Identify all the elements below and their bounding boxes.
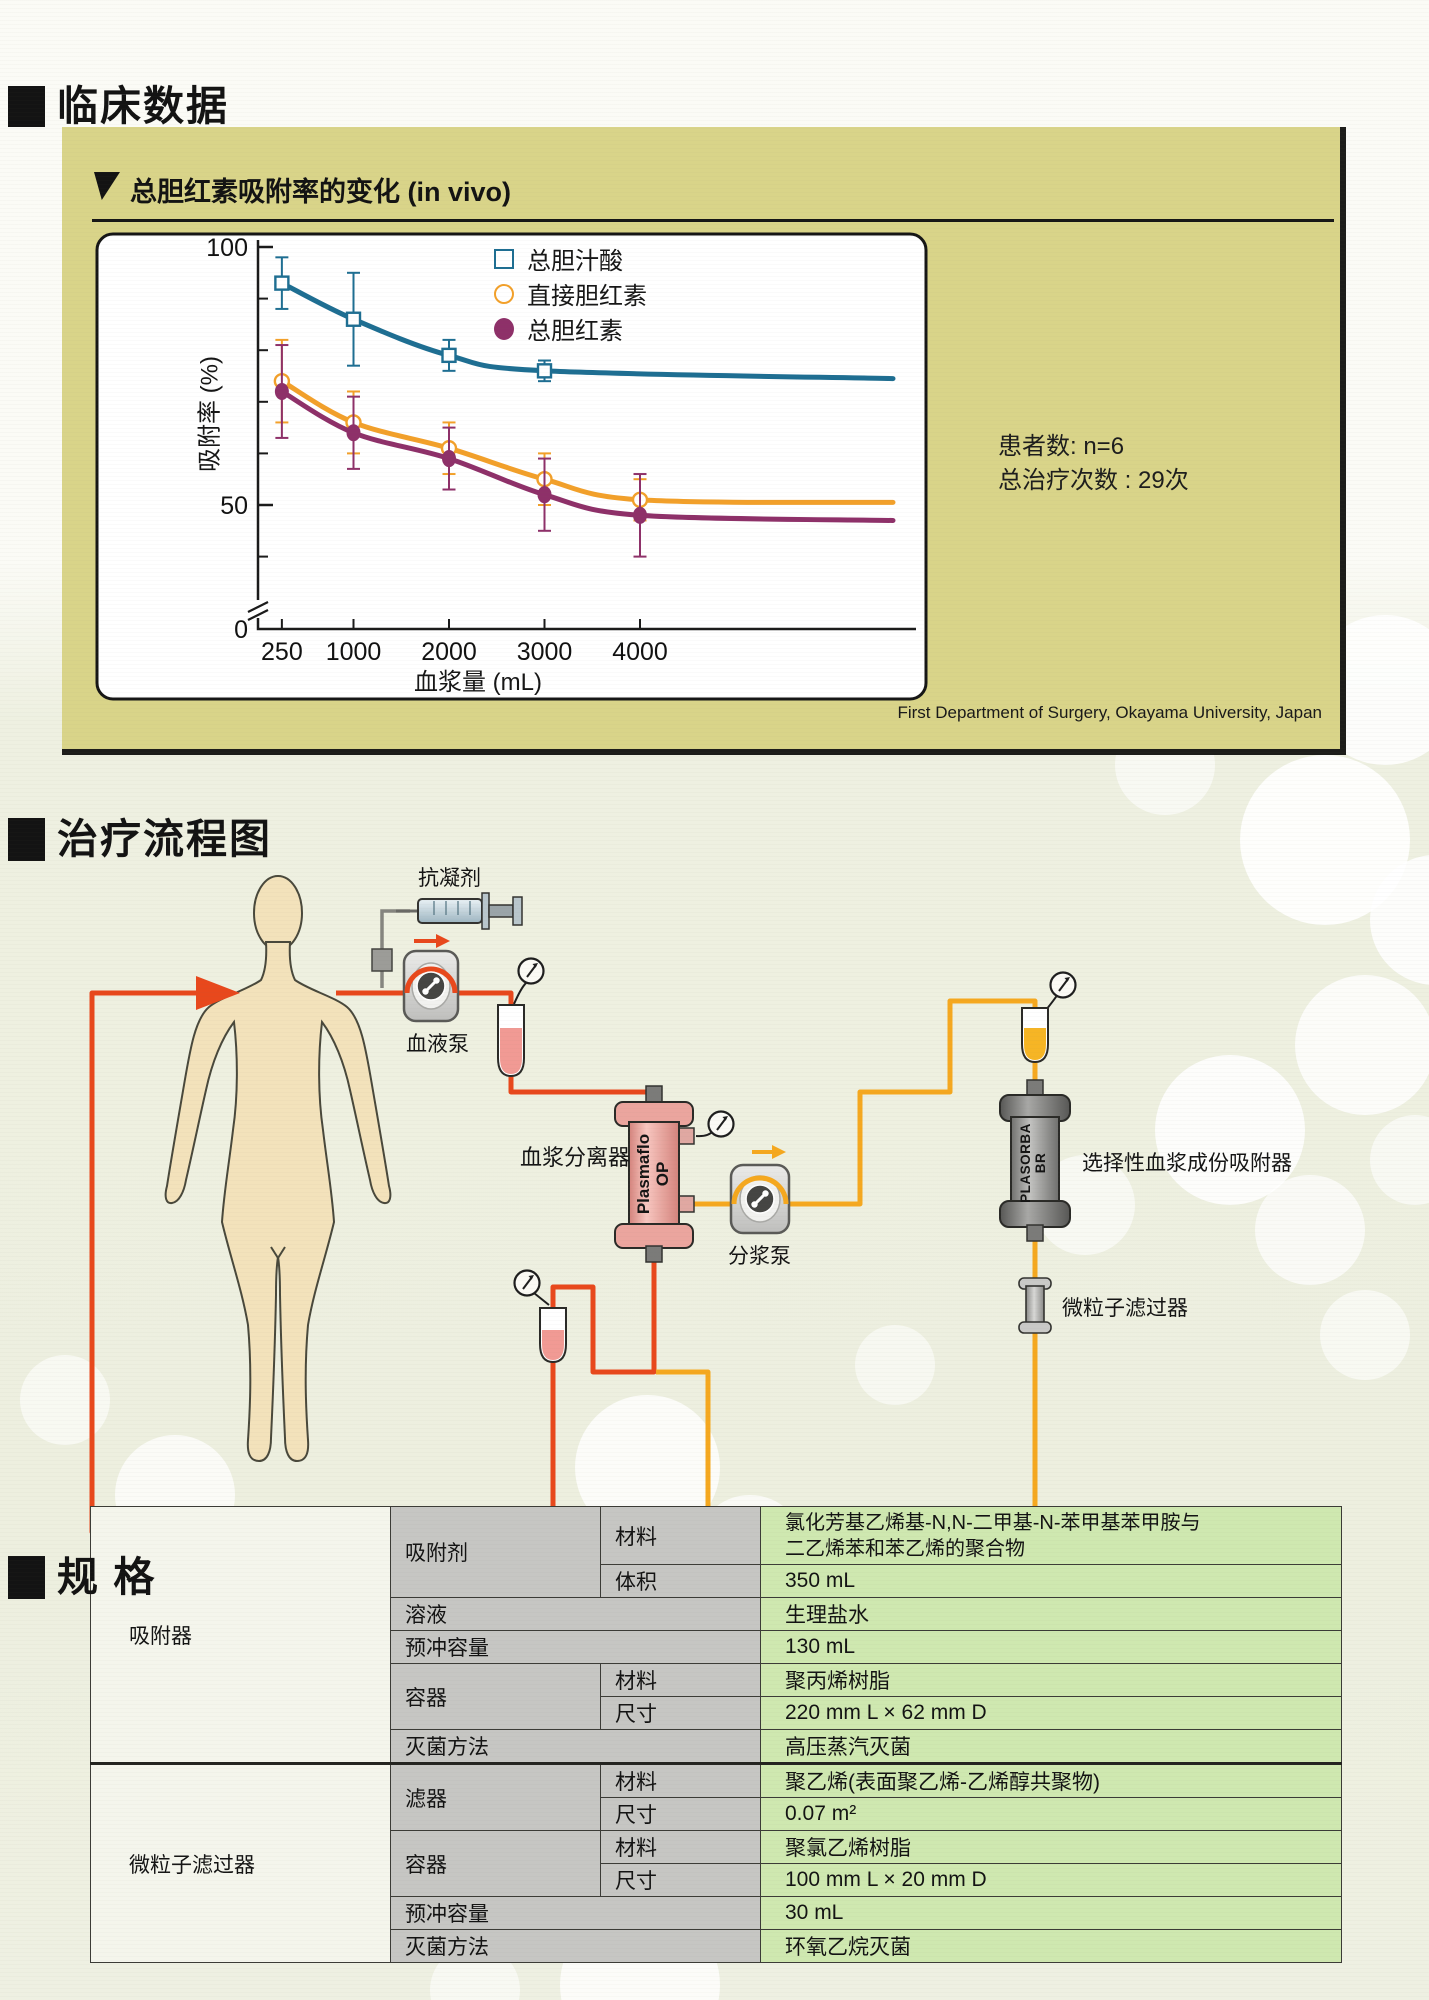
plasma-pump-label: 分浆泵 xyxy=(728,1245,791,1268)
svg-text:4000: 4000 xyxy=(612,638,668,666)
heading-square-icon xyxy=(8,818,45,861)
bg-circle xyxy=(1295,975,1429,1115)
open-circle-marker-icon xyxy=(494,283,514,304)
x-axis-label: 血浆量 (mL) xyxy=(414,669,542,696)
clinical-section-heading: 临床数据 xyxy=(8,86,229,127)
adsorber-label: 选择性血浆成份吸附器 xyxy=(1082,1152,1292,1175)
legend-item-total-bilirubin: 总胆红素 xyxy=(494,311,623,346)
specifications-table: 吸附器 吸附剂 材料 氯化芳基乙烯基-N,N-二甲基-N-苯甲基苯甲胺与 二乙烯… xyxy=(90,1506,1342,1963)
adsorbent-material-value: 氯化芳基乙烯基-N,N-二甲基-N-苯甲基苯甲胺与 二乙烯苯和苯乙烯的聚合物 xyxy=(760,1506,1342,1565)
treatments-annotation: 总治疗次数 : 29次 xyxy=(998,467,1189,494)
filled-circle-marker-icon xyxy=(494,317,514,340)
particle-filter-label: 微粒子滤过器 xyxy=(1062,1297,1188,1320)
plasmaflo-separator-column xyxy=(614,1085,714,1263)
heading-square-icon xyxy=(8,86,45,127)
table-row: 体积 350 mL xyxy=(91,1564,1342,1598)
table-row: 溶液 生理盐水 xyxy=(91,1597,1342,1631)
series-0 xyxy=(274,256,896,383)
blood-pump-label: 血液泵 xyxy=(406,1033,469,1056)
svg-text:100: 100 xyxy=(206,234,248,262)
plasma-separator-label: 血浆分离器 xyxy=(520,1145,631,1170)
chart-panel-title-row: 总胆红素吸附率的变化 (in vivo) xyxy=(94,170,511,209)
svg-text:0: 0 xyxy=(234,616,248,644)
y-axis-label: 吸附率 (%) xyxy=(196,356,224,472)
svg-text:3000: 3000 xyxy=(517,638,573,666)
anticoagulant-syringe xyxy=(371,892,523,988)
blood-tubing xyxy=(89,966,657,1535)
drip-chamber-blood xyxy=(497,982,527,1078)
particle-filter-device xyxy=(1018,1277,1052,1334)
drip-chamber-plasma xyxy=(1021,993,1059,1064)
table-row: 容器 材料 聚氯乙烯树脂 xyxy=(91,1830,1342,1897)
group-adsorber-cell: 吸附器 xyxy=(90,1506,391,1764)
flag-triangle-icon xyxy=(94,172,120,200)
pressure-gauge-icon xyxy=(513,1269,541,1297)
patient-body-silhouette xyxy=(164,875,392,1463)
legend-item-total-bile-acid: 总胆汁酸 xyxy=(494,241,623,276)
clinical-heading-text: 临床数据 xyxy=(57,83,229,129)
svg-text:1000: 1000 xyxy=(326,638,382,666)
bg-circle xyxy=(855,1325,935,1405)
pressure-gauge-icon xyxy=(707,1110,735,1138)
drip-chamber-return xyxy=(533,1292,567,1364)
chart-title: 总胆红素吸附率的变化 (in vivo) xyxy=(130,177,512,207)
treatment-flow-diagram xyxy=(89,875,1077,1535)
group-filter-cell: 微粒子滤过器 xyxy=(90,1762,391,1963)
table-row: 灭菌方法 高压蒸汽灭菌 xyxy=(91,1729,1342,1764)
svg-text:2000: 2000 xyxy=(421,638,477,666)
table-row: 吸附器 吸附剂 材料 氯化芳基乙烯基-N,N-二甲基-N-苯甲基苯甲胺与 二乙烯… xyxy=(90,1506,1342,1764)
table-row: 灭菌方法 环氧乙烷灭菌 xyxy=(91,1929,1342,1963)
flow-heading-text: 治疗流程图 xyxy=(57,816,272,862)
bg-circle xyxy=(1320,1290,1410,1380)
svg-text:50: 50 xyxy=(220,492,248,520)
table-row: 尺寸 100 mm L × 20 mm D xyxy=(91,1863,1342,1897)
plasma-pump xyxy=(729,1145,791,1235)
plasma-tubing xyxy=(656,998,1038,1535)
table-row: 尺寸 220 mm L × 62 mm D xyxy=(91,1696,1342,1730)
bg-circle xyxy=(20,1355,110,1445)
blood-return-arrow-icon xyxy=(196,976,240,1010)
specs-heading-text: 规 格 xyxy=(57,1554,157,1600)
pressure-gauge-icon xyxy=(1049,971,1077,999)
open-square-marker-icon xyxy=(494,248,514,269)
table-row: 微粒子滤过器 滤器 材料 聚乙烯(表面聚乙烯-乙烯醇共聚物) xyxy=(90,1762,1342,1963)
table-row: 尺寸 0.07 m² xyxy=(91,1797,1342,1831)
patients-annotation: 患者数: n=6 xyxy=(998,433,1125,460)
adsorption-rate-chart: 100 50 0 250 1000 2000 3000 4000 xyxy=(95,232,928,701)
panel-title-rule xyxy=(92,219,1334,222)
pressure-gauge-icon xyxy=(517,957,545,985)
heading-square-icon xyxy=(8,1556,45,1599)
plasmaflo-device-label: Plasmaflo OP xyxy=(634,1133,673,1215)
table-row: 预冲容量 30 mL xyxy=(91,1896,1342,1930)
table-row: 容器 材料 聚丙烯树脂 xyxy=(91,1663,1342,1730)
plasorba-device-label: PLASORBA BR xyxy=(1018,1123,1049,1203)
plot-area: 100 50 0 250 1000 2000 3000 4000 xyxy=(206,234,916,666)
data-source-attribution: First Department of Surgery, Okayama Uni… xyxy=(897,703,1322,722)
legend-item-direct-bilirubin: 直接胆红素 xyxy=(494,276,647,311)
plasorba-adsorber-column xyxy=(999,1079,1071,1242)
table-row: 预冲容量 130 mL xyxy=(91,1630,1342,1664)
specs-section-heading: 规 格 xyxy=(8,1556,156,1599)
blood-pump xyxy=(402,934,460,1023)
flow-section-heading: 治疗流程图 xyxy=(8,818,272,861)
bg-circle xyxy=(1155,1055,1305,1205)
svg-text:250: 250 xyxy=(261,638,303,666)
series-2 xyxy=(274,344,896,558)
bg-circle xyxy=(1255,1175,1365,1285)
anticoagulant-label: 抗凝剂 xyxy=(418,867,481,890)
